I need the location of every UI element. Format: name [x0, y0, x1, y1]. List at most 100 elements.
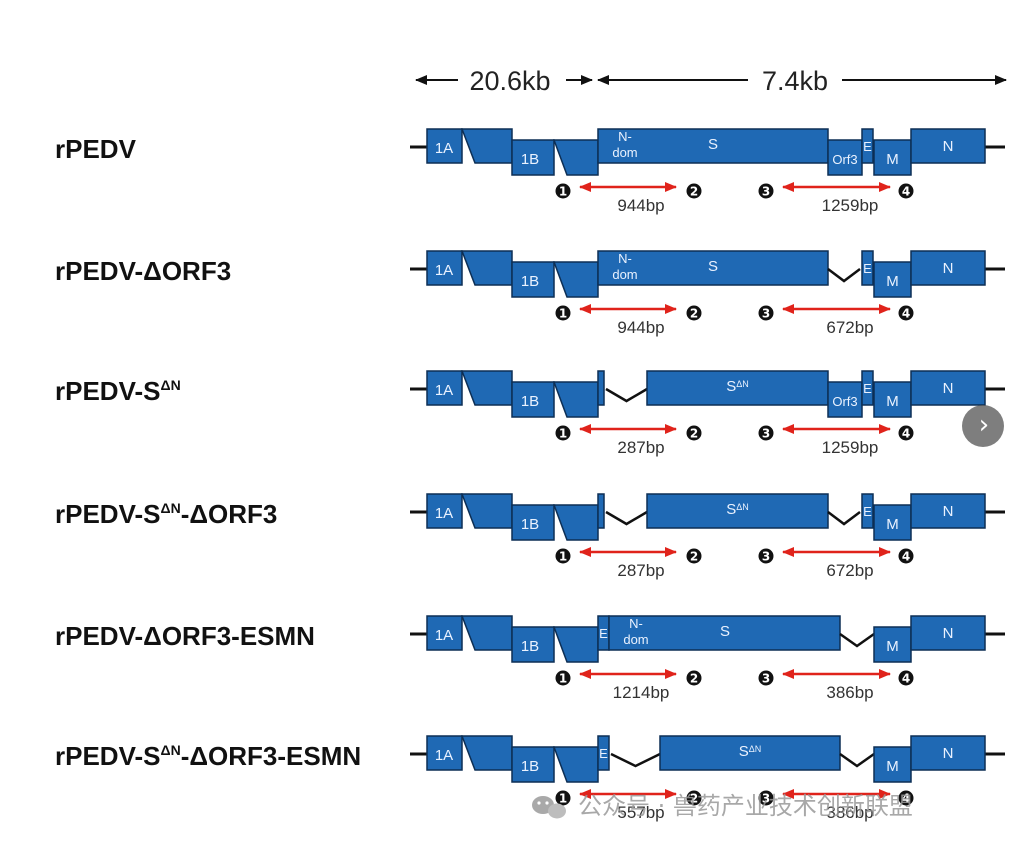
primer-marker-3: [758, 670, 774, 686]
ndomain-deletion: [610, 752, 661, 768]
gene-s-deltan: [646, 493, 829, 529]
gene-1b-tail: [552, 261, 599, 298]
gene-1b-tail: [552, 626, 599, 663]
gene-n-label: N: [943, 138, 954, 155]
gene-1a-tail: [460, 493, 513, 529]
gene-1b: [511, 504, 555, 541]
primer-marker-4: [898, 305, 914, 321]
gene-s-deltan-label: SΔN: [726, 378, 749, 395]
gene-1a-label: 1A: [435, 140, 453, 157]
primer-number-1: 1: [559, 549, 567, 563]
primer-marker-2: [686, 548, 702, 564]
gene-1b-tail: [552, 746, 599, 783]
gene-1b-label: 1B: [521, 516, 539, 533]
primer-number-1: 1: [559, 671, 567, 685]
gene-1a-label: 1A: [435, 262, 453, 279]
primer-number-2: 2: [690, 184, 698, 198]
right-span-label: 7.4kb: [762, 66, 828, 96]
primer-number-4: 4: [902, 671, 910, 685]
gene-n: [910, 735, 986, 771]
gene-1b: [511, 381, 555, 418]
ndomain-deletion: [605, 510, 648, 526]
primer-number-1: 1: [559, 306, 567, 320]
gene-s-deltan-label: SΔN: [726, 501, 749, 518]
watermark: 公众号 · 兽药产业技术创新联盟: [532, 792, 913, 820]
wechat-icon: [532, 796, 566, 819]
gene-e-shifted-label: E: [599, 746, 608, 761]
gene-e: [861, 370, 874, 406]
primer-number-3: 3: [762, 426, 770, 440]
gene-n-label: N: [943, 503, 954, 520]
gene-1a-tail: [460, 250, 513, 286]
gene-1a-tail: [460, 735, 513, 771]
amplicon-size-1: 287bp: [617, 438, 664, 457]
gene-e-label: E: [863, 139, 872, 154]
primer-number-2: 2: [690, 791, 698, 805]
ndom-label-line1: N-: [618, 251, 632, 266]
primer-marker-4: [898, 425, 914, 441]
construct-name: rPEDV-ΔORF3-ESMN: [55, 621, 315, 651]
primer-marker-1: [555, 790, 571, 806]
primer-marker-2: [686, 790, 702, 806]
gene-1b-label: 1B: [521, 273, 539, 290]
primer-marker-4: [898, 670, 914, 686]
gene-1a-tail: [460, 615, 513, 651]
gene-m: [873, 139, 912, 176]
gene-m-label: M: [886, 151, 899, 168]
gene-e-label: E: [863, 504, 872, 519]
next-slide-button[interactable]: ›: [962, 405, 1004, 447]
primer-marker-3: [758, 425, 774, 441]
gene-m-label: M: [886, 638, 899, 655]
ndom-label-line2: dom: [623, 632, 648, 647]
primer-marker-2: [686, 305, 702, 321]
primer-number-2: 2: [690, 426, 698, 440]
gene-s: [608, 615, 841, 651]
amplicon-size-2: 1259bp: [822, 438, 879, 457]
gene-e-label: E: [863, 261, 872, 276]
gene-e-shifted: [597, 735, 610, 771]
primer-marker-4: [898, 183, 914, 199]
gene-1a-label: 1A: [435, 505, 453, 522]
primer-marker-2: [686, 670, 702, 686]
primer-marker-1: [555, 670, 571, 686]
gene-orf3-label: Orf3: [832, 152, 857, 167]
gene-orf3-label: Orf3: [832, 394, 857, 409]
gene-1b-tail: [552, 504, 599, 541]
primer-marker-3: [758, 790, 774, 806]
gene-e: [861, 128, 874, 164]
gene-s-label: S: [720, 623, 730, 640]
gene-n-label: N: [943, 625, 954, 642]
gene-1a-tail: [460, 128, 513, 164]
primer-number-3: 3: [762, 184, 770, 198]
gene-n: [910, 493, 986, 529]
primer-number-4: 4: [902, 791, 910, 805]
gene-m: [873, 381, 912, 418]
amplicon-size-1: 287bp: [617, 561, 664, 580]
gene-s-deltan: [646, 370, 829, 406]
primer-number-3: 3: [762, 549, 770, 563]
primer-number-2: 2: [690, 671, 698, 685]
gene-n-label: N: [943, 260, 954, 277]
gene-1a: [426, 370, 463, 406]
gene-1b-label: 1B: [521, 758, 539, 775]
gene-orf3: [827, 139, 863, 176]
gene-s-deltan: [659, 735, 841, 771]
orf3-deletion: [827, 511, 861, 526]
gene-n-label: N: [943, 745, 954, 762]
gene-1b: [511, 139, 555, 176]
gene-n: [910, 250, 986, 286]
gene-1b-tail: [552, 139, 599, 176]
gene-1b-label: 1B: [521, 393, 539, 410]
ndom-label-line2: dom: [612, 267, 637, 282]
amplicon-size-1: 557bp: [617, 803, 664, 822]
gene-e: [861, 250, 874, 286]
spike-stub: [597, 370, 605, 406]
gene-m-label: M: [886, 393, 899, 410]
primer-number-3: 3: [762, 791, 770, 805]
amplicon-size-1: 944bp: [617, 318, 664, 337]
construct-name: rPEDV-SΔN-ΔORF3-ESMN: [55, 741, 361, 771]
primer-marker-4: [898, 790, 914, 806]
